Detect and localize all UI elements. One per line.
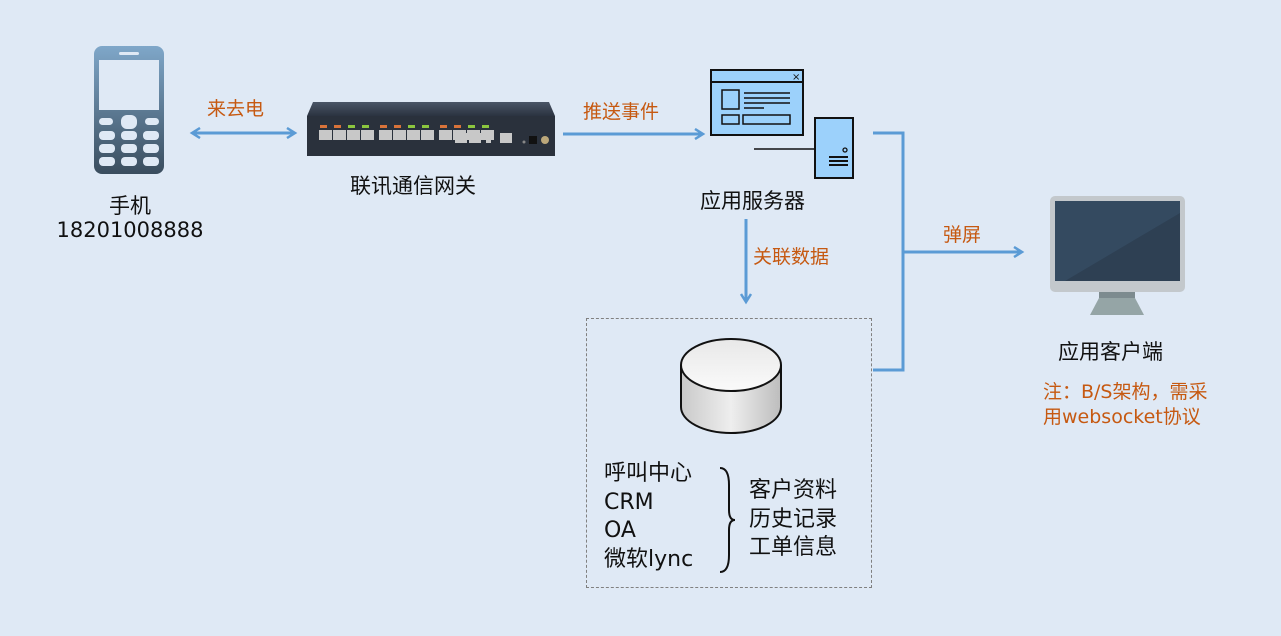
client-note-line1: 注：B/S架构，需采 xyxy=(1043,381,1208,403)
phone-label: 手机 xyxy=(109,194,151,218)
client-note-line2: 用websocket协议 xyxy=(1043,406,1201,428)
data-type-item: 工单信息 xyxy=(749,535,838,560)
edge-label-gateway-server: 推送事件 xyxy=(583,101,660,123)
right-brace-icon xyxy=(719,467,736,573)
mobile-phone-icon xyxy=(94,46,164,174)
gateway-device-icon xyxy=(307,102,555,156)
source-item: OA xyxy=(604,518,636,543)
gateway-node xyxy=(305,100,557,160)
app-server-label: 应用服务器 xyxy=(700,189,805,213)
source-item: CRM xyxy=(604,489,654,515)
data-types-list: 客户资料 历史记录 工单信息 xyxy=(749,477,837,563)
edge-label-to-client: 弹屏 xyxy=(943,224,982,246)
client-label: 应用客户端 xyxy=(1058,340,1163,364)
data-type-item: 客户资料 xyxy=(749,478,838,503)
database-container: 呼叫中心 CRM OA 微软lync 客户资料 历史记录 工单信息 xyxy=(586,318,872,588)
client-node xyxy=(1049,195,1186,315)
source-systems-list: 呼叫中心 CRM OA 微软lync xyxy=(604,460,693,574)
source-item: 微软lync xyxy=(604,546,694,572)
edge-label-phone-gateway: 来去电 xyxy=(207,98,265,120)
app-server-node: × xyxy=(708,68,858,183)
edge-label-server-database: 关联数据 xyxy=(753,246,830,268)
edge-bracket xyxy=(873,131,905,372)
server-window-icon: × xyxy=(710,69,854,179)
monitor-icon xyxy=(1050,196,1185,315)
source-item: 呼叫中心 xyxy=(604,461,693,486)
phone-number: 18201008888 xyxy=(56,218,204,242)
database-cylinder-icon xyxy=(680,338,782,434)
phone-node xyxy=(93,45,165,175)
svg-text:×: × xyxy=(792,72,800,83)
gateway-label: 联讯通信网关 xyxy=(350,174,476,198)
data-type-item: 历史记录 xyxy=(749,506,838,532)
